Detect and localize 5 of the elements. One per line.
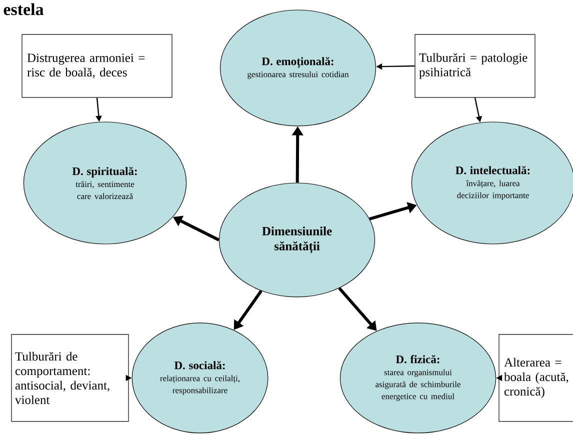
- title: estela: [4, 3, 44, 16]
- note-box: Distrugerea armoniei = risc de boală, deces: [22, 34, 172, 98]
- note-box: Tulburări de comportament: antisocial, deviant, violent: [11, 334, 129, 422]
- note-box: Tulburări = patologie psihiatrică: [414, 34, 536, 98]
- note-box: Alterarea = boala (acută, cronică): [498, 334, 573, 422]
